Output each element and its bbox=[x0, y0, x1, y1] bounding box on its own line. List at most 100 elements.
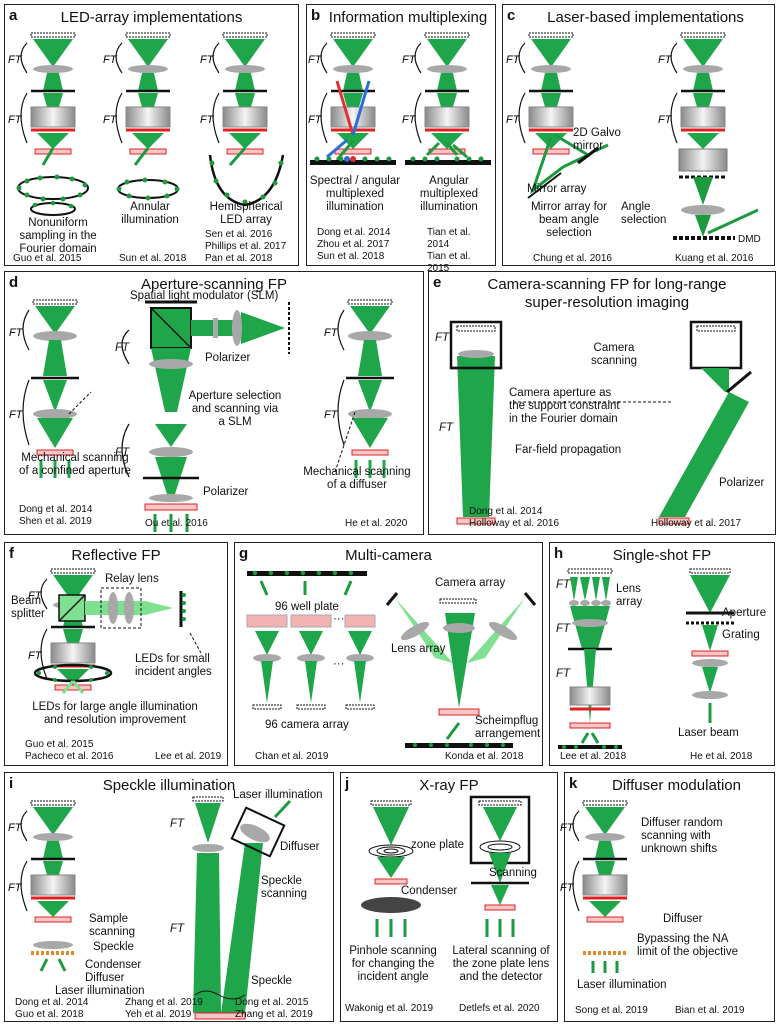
ref-dong-zhang: Dong et al. 2015 Zhang et al. 2019 bbox=[235, 997, 313, 1020]
label-lateral-scanning: Lateral scanning of the zone plate lens … bbox=[452, 945, 550, 983]
caption-annular: Annular illumination bbox=[121, 201, 179, 226]
svg-text:FT: FT bbox=[560, 882, 575, 894]
label-angle-selection: Angle selection bbox=[621, 201, 667, 226]
panel-label: e bbox=[433, 274, 442, 291]
label-zone-plate: zone plate bbox=[411, 839, 465, 851]
panel-title: Speckle illumination bbox=[102, 777, 236, 794]
label-diffuser-random: Diffuser random scanning with unknown sh… bbox=[641, 817, 723, 855]
microscope-schematic: FT FT bbox=[200, 32, 268, 155]
ref-holloway-2017: Holloway et al. 2017 bbox=[651, 518, 742, 529]
ref-guo-2015: Guo et al. 2015 bbox=[13, 253, 82, 264]
ref-he-2020: He et al. 2020 bbox=[345, 518, 408, 529]
label-ft: FT bbox=[115, 447, 130, 459]
label-speckle-scanning: Speckle scanning bbox=[261, 875, 308, 900]
ref-zhang-yeh: Zhang et al. 2019 Yeh et al. 2019 bbox=[125, 997, 203, 1020]
svg-text:FT: FT bbox=[103, 54, 118, 66]
speckle-diagram: FT FT bbox=[8, 796, 292, 1020]
label-ellipsis: ··· bbox=[333, 613, 345, 625]
label-mech-aperture: Mechanical scanning of a confined apertu… bbox=[19, 452, 131, 477]
multi-camera-diagram bbox=[246, 570, 537, 748]
svg-text:FT: FT bbox=[8, 882, 23, 894]
label-bypass-na: Bypassing the NA limit of the objective bbox=[637, 933, 738, 958]
ref-sun-2018: Sun et al. 2018 bbox=[119, 253, 187, 264]
label-grating: Grating bbox=[722, 629, 760, 641]
label-ft: FT bbox=[170, 818, 185, 830]
label-sample-scanning: Sample scanning bbox=[89, 913, 136, 938]
panel-label: a bbox=[9, 7, 18, 24]
panel-title: Information multiplexing bbox=[328, 9, 488, 26]
diffuser-box bbox=[230, 806, 286, 858]
label-polarizer: Polarizer bbox=[205, 352, 251, 364]
condenser-zone bbox=[361, 897, 421, 913]
label-condenser: Condenser bbox=[85, 959, 142, 971]
svg-text:FT: FT bbox=[324, 327, 339, 339]
microscope-schematic: FT FT bbox=[103, 32, 171, 155]
label-mirror-array: Mirror array bbox=[527, 183, 587, 195]
panel-j: j X-ray FP zone plate Condenser Scanning… bbox=[340, 772, 558, 1022]
svg-text:FT: FT bbox=[658, 114, 673, 126]
caption-nonuniform: Nonuniform sampling in the Fourier domai… bbox=[19, 217, 97, 255]
label-aperture: Aperture bbox=[722, 607, 767, 619]
led-board-left bbox=[310, 160, 396, 165]
label-speckle-2: Speckle bbox=[251, 975, 292, 987]
label-camera-scanning: Camera scanning bbox=[590, 342, 638, 367]
panel-label: d bbox=[9, 274, 19, 291]
label-camera-array: Camera array bbox=[435, 577, 506, 589]
svg-text:FT: FT bbox=[200, 114, 215, 126]
label-laser-beam: Laser beam bbox=[678, 727, 739, 739]
label-condenser: Condenser bbox=[401, 885, 458, 897]
svg-text:FT: FT bbox=[28, 590, 43, 602]
svg-text:FT: FT bbox=[308, 114, 323, 126]
label-96-camera-array: 96 camera array bbox=[265, 719, 349, 731]
label-scheimpflug: Scheimpflug arrangement bbox=[475, 715, 541, 740]
ref-chan-2019: Chan et al. 2019 bbox=[255, 751, 329, 762]
label-laser-illumination: Laser illumination bbox=[577, 979, 667, 991]
label-ft: FT bbox=[170, 923, 185, 935]
label-pinhole-scanning: Pinhole scanning for changing the incide… bbox=[349, 945, 437, 983]
panel-title: Reflective FP bbox=[71, 547, 161, 564]
panel-label: k bbox=[569, 775, 578, 792]
label-diffuser-2: Diffuser bbox=[280, 841, 320, 853]
ref-konda-2018: Konda et al. 2018 bbox=[445, 751, 524, 762]
ref-kuang-2016: Kuang et al. 2016 bbox=[675, 253, 754, 264]
label-ft: FT bbox=[439, 422, 454, 434]
label-diffuser: Diffuser bbox=[85, 972, 125, 984]
led-board bbox=[247, 571, 367, 576]
galvo-mirror bbox=[577, 146, 599, 165]
label-lens-array: Lens array bbox=[391, 643, 446, 655]
label-polarizer: Polarizer bbox=[719, 477, 765, 489]
label-laser-illumination-2: Laser illumination bbox=[233, 789, 323, 801]
ref-sen-phillips-pan: Sen et al. 2016 Phillips et al. 2017 Pan… bbox=[205, 229, 287, 264]
caption-spectral: Spectral / angular multiplexed illuminat… bbox=[309, 175, 401, 213]
caption-hemispherical: Hemispherical LED array bbox=[209, 201, 283, 226]
label-laser-illumination: Laser illumination bbox=[55, 985, 145, 997]
label-diffuser: Diffuser bbox=[663, 913, 703, 925]
svg-text:FT: FT bbox=[200, 54, 215, 66]
camera-scanning-diagram bbox=[449, 320, 752, 525]
label-slm: Spatial light modulator (SLM) bbox=[130, 290, 279, 302]
label-ft: FT bbox=[556, 623, 571, 635]
label-aperture-selection: Aperture selection and scanning via a SL… bbox=[188, 390, 282, 428]
ref-bian-2019: Bian et al. 2019 bbox=[675, 1005, 745, 1016]
panel-title: Single-shot FP bbox=[612, 547, 712, 564]
svg-text:FT: FT bbox=[103, 114, 118, 126]
svg-text:FT: FT bbox=[402, 54, 417, 66]
ref-dong-shen: Dong et al. 2014 Shen et al. 2019 bbox=[19, 504, 93, 527]
label-ellipsis: ··· bbox=[333, 658, 345, 670]
label-ft: FT bbox=[556, 668, 571, 680]
label-mech-diffuser: Mechanical scanning of a diffuser bbox=[303, 466, 411, 491]
